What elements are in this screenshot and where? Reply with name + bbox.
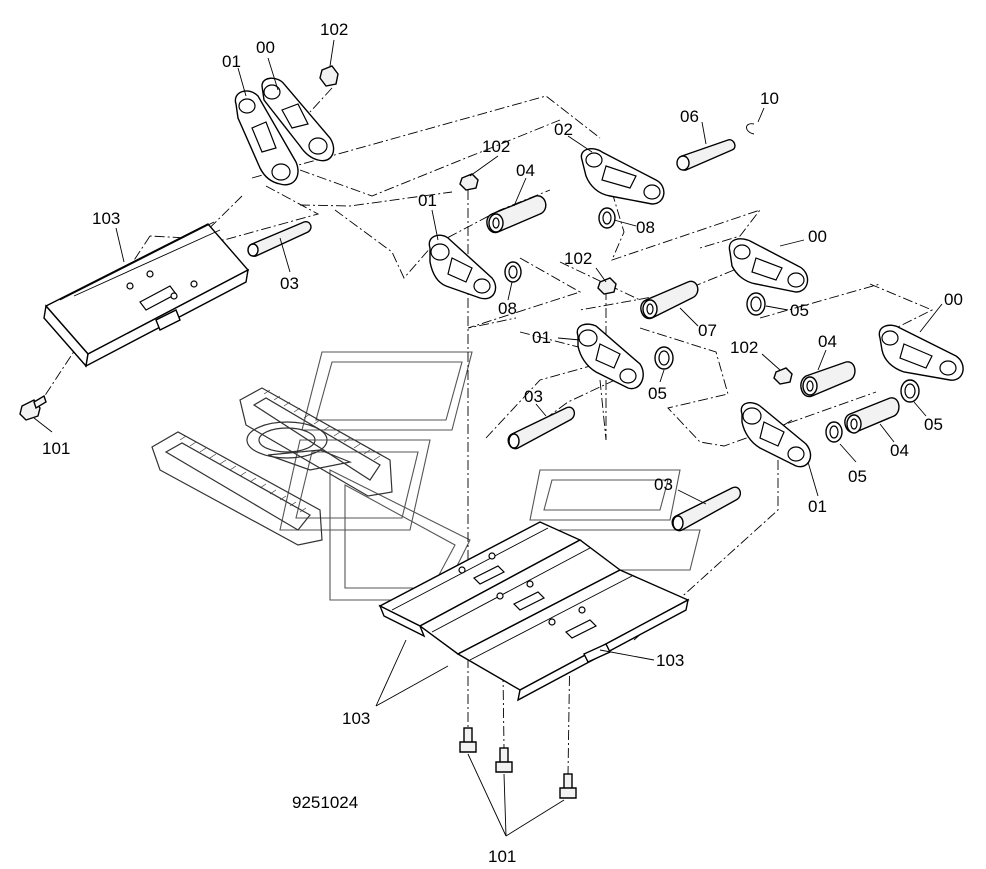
callout-07: 07: [698, 321, 717, 340]
track-link-00-top-left: [261, 77, 335, 162]
seal-ring-05-center: [654, 346, 674, 370]
track-link-02: [580, 148, 665, 205]
callout-01: 01: [418, 191, 437, 210]
shoe-bolt-101-a: [459, 727, 477, 753]
shoe-bolt-101-c: [559, 773, 577, 799]
callout-08: 08: [636, 218, 655, 237]
seal-ring-08-top: [598, 207, 616, 229]
callout-05: 05: [648, 384, 667, 403]
callout-103: 103: [342, 709, 370, 728]
drawing-number: 9251024: [292, 793, 358, 812]
track-link-01-right-lower: [740, 402, 812, 468]
callout-labels: 00 01 102 02 06 10 102 04 01 08 103 03 0…: [42, 20, 963, 866]
callout-04: 04: [516, 161, 535, 180]
callout-00: 00: [256, 38, 275, 57]
shoe-nut-102-a: [459, 173, 479, 191]
shoe-nut-102-top: [319, 65, 339, 87]
undercarriage-thumbnail-icon: [151, 351, 701, 601]
callout-05: 05: [924, 415, 943, 434]
shoe-nut-102-c: [773, 367, 793, 385]
shoe-bolt-101-b: [495, 747, 513, 773]
callout-101: 101: [42, 439, 70, 458]
callout-01: 01: [808, 497, 827, 516]
track-shoe-103-left: [43, 221, 250, 368]
leader-lines: [33, 39, 943, 837]
assembly-lines: [41, 87, 934, 776]
track-link-01-top-left: [234, 90, 299, 186]
track-pin-03-center: [507, 406, 576, 450]
seal-ring-08-mid: [504, 261, 522, 283]
callout-102: 102: [320, 20, 348, 39]
callout-03: 03: [654, 475, 673, 494]
seal-ring-05-right-upper: [746, 292, 766, 316]
track-pin-03-lower: [671, 486, 742, 532]
track-link-00-right-lower: [878, 324, 964, 381]
callout-102: 102: [482, 137, 510, 156]
callout-103: 103: [92, 209, 120, 228]
track-pin-03-top: [247, 220, 312, 257]
shoe-nut-102-b: [597, 277, 617, 295]
callout-00: 00: [808, 227, 827, 246]
track-link-00-right-upper: [728, 238, 809, 293]
callout-01: 01: [532, 328, 551, 347]
retaining-ring-10: [746, 123, 755, 135]
callout-102: 102: [564, 249, 592, 268]
track-link-01-mid: [428, 234, 497, 300]
shoe-bolt-101-left: [19, 394, 47, 421]
callout-08: 08: [498, 299, 517, 318]
track-pin-06: [676, 139, 736, 171]
callout-101: 101: [488, 847, 516, 866]
callout-06: 06: [680, 107, 699, 126]
bushing-04-right: [800, 361, 856, 398]
track-link-01-center: [576, 323, 644, 390]
seal-ring-05-right-lower: [900, 379, 920, 403]
bushing-04-top: [486, 195, 547, 234]
callout-10: 10: [760, 89, 779, 108]
seal-ring-05-lower: [825, 421, 843, 443]
bushing-07: [640, 280, 699, 320]
callout-02: 02: [554, 120, 573, 139]
callout-03: 03: [524, 387, 543, 406]
callout-05: 05: [790, 301, 809, 320]
track-shoe-103-stack: [378, 521, 690, 702]
bushing-04-lower: [844, 397, 900, 434]
callout-04: 04: [818, 332, 837, 351]
callout-01: 01: [222, 52, 241, 71]
callout-04: 04: [890, 441, 909, 460]
callout-103: 103: [656, 651, 684, 670]
callout-05: 05: [848, 467, 867, 486]
callout-102: 102: [730, 338, 758, 357]
callout-03: 03: [280, 274, 299, 293]
callout-00: 00: [944, 290, 963, 309]
